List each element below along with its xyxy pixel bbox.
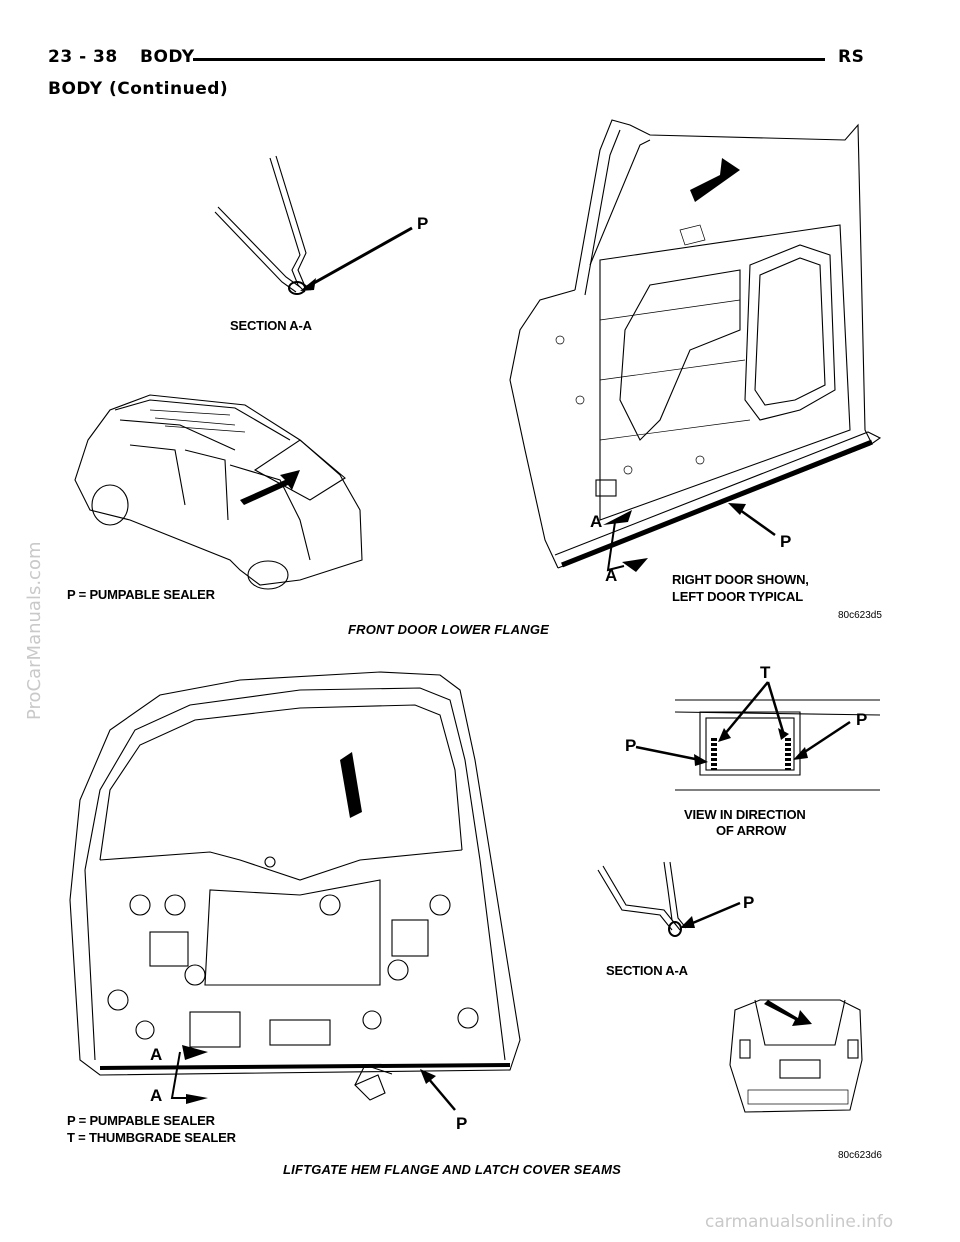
legend-pumpable-top: P = PUMPABLE SEALER: [67, 587, 215, 602]
callout-a-lower-top: A: [605, 566, 618, 585]
door-note-line2: LEFT DOOR TYPICAL: [672, 589, 803, 604]
callout-p-latch-right: P: [856, 710, 868, 729]
model-code: RS: [838, 47, 865, 67]
callout-a-upper-top: A: [590, 512, 603, 531]
view-direction-line1: VIEW IN DIRECTION: [684, 807, 806, 822]
view-direction-line2: OF ARROW: [716, 823, 787, 838]
header-rule: [193, 58, 825, 61]
footer-watermark: carmanualsonline.info: [705, 1212, 894, 1232]
legend-pumpable-bottom: P = PUMPABLE SEALER: [67, 1113, 215, 1128]
latch-cover-drawing: [635, 681, 881, 791]
callout-a-upper-bottom: A: [150, 1045, 163, 1064]
liftgate-drawing: [69, 671, 521, 1111]
page-number: 23 - 38: [48, 47, 118, 67]
section-aa-bottom-drawing: [597, 861, 741, 937]
section-title: BODY: [140, 47, 195, 67]
continued-heading: BODY (Continued): [48, 79, 229, 99]
callout-p-latch-left: P: [625, 736, 637, 755]
van-drawing-top: [74, 394, 363, 590]
caption-liftgate: LIFTGATE HEM FLANGE AND LATCH COVER SEAM…: [283, 1162, 622, 1177]
figure-code-bottom: 80c623d6: [838, 1150, 882, 1161]
callout-p-liftgate: P: [456, 1114, 468, 1133]
section-aa-label-top: SECTION A-A: [230, 318, 312, 333]
van-rear-drawing: [729, 999, 863, 1113]
callout-p-section-top: P: [417, 214, 429, 233]
door-note-line1: RIGHT DOOR SHOWN,: [672, 572, 809, 587]
legend-thumbgrade: T = THUMBGRADE SEALER: [67, 1130, 236, 1145]
callout-t: T: [760, 663, 771, 682]
callout-p-section-bottom: P: [743, 893, 755, 912]
caption-front-door: FRONT DOOR LOWER FLANGE: [348, 622, 550, 637]
section-aa-top-drawing: [214, 155, 413, 295]
section-aa-label-bottom: SECTION A-A: [606, 963, 688, 978]
front-door-drawing: [509, 119, 882, 572]
callout-a-lower-bottom: A: [150, 1086, 163, 1105]
figure-code-top: 80c623d5: [838, 610, 882, 621]
callout-p-door: P: [780, 532, 792, 551]
